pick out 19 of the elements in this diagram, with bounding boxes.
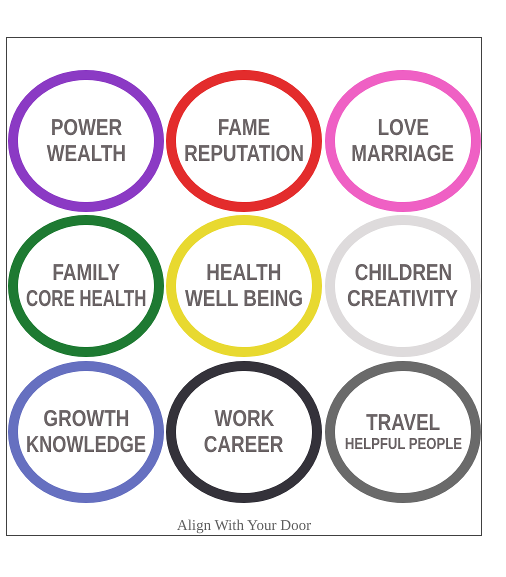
circle-label: CREATIVITY (348, 286, 458, 312)
circle-label: HELPFUL PEOPLE (344, 436, 462, 454)
circle-label: REPUTATION (184, 141, 304, 167)
circle-label: FAMILY (52, 260, 120, 286)
circle-label: CHILDREN (354, 260, 452, 286)
circle-label: MARRIAGE (352, 141, 454, 167)
circle-label: KNOWLEDGE (26, 432, 146, 458)
circle-label: WEALTH (46, 141, 126, 167)
circle-label: WELL BEING (184, 286, 304, 312)
circle-label: CORE HEALTH (26, 286, 146, 312)
circle-label: GROWTH (43, 406, 129, 432)
circle-label: HEALTH (206, 260, 282, 286)
circle-label: POWER (50, 115, 122, 141)
circle-label: FAME (218, 115, 270, 141)
circle-label: WORK (214, 406, 274, 432)
caption: Align With Your Door (176, 518, 312, 534)
circle-label: TRAVEL (366, 410, 440, 436)
circle-label: CAREER (204, 432, 284, 458)
circle-label: LOVE (377, 115, 429, 141)
